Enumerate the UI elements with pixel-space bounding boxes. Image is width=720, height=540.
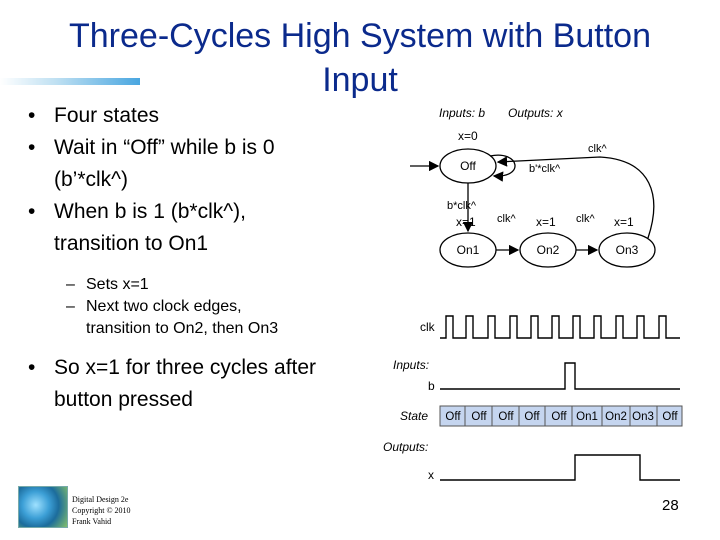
bullet-list: Four states Wait in “Off” while b is 0 (… (20, 100, 380, 416)
title-accent-bar (0, 78, 140, 85)
footer-line: Copyright © 2010 (72, 506, 131, 515)
timing-outputs-label: Outputs: (383, 440, 428, 454)
state-row-background (439, 405, 683, 427)
bullet-line: Wait in “Off” while b is 0 (54, 136, 275, 159)
off-to-on1-label: b*clk^ (447, 200, 477, 212)
on3-to-off-arrow (496, 156, 655, 239)
bullet-line: (b’*clk^) (54, 168, 129, 191)
state-on2-label: On2 (537, 243, 560, 257)
timing-state-label: State (400, 409, 428, 423)
page-number: 28 (662, 497, 679, 514)
clk-waveform (440, 315, 680, 339)
state-cell: Off (498, 411, 514, 423)
state-cell: On2 (605, 411, 627, 423)
sub-bullet-line: Next two clock edges, (86, 298, 242, 315)
b-waveform (440, 362, 680, 390)
footer-line: Frank Vahid (72, 517, 112, 526)
state-on3-label: On3 (616, 243, 639, 257)
on3-to-off-label: clk^ (588, 143, 607, 155)
bullet-item: So x=1 for three cycles after button pre… (20, 352, 380, 416)
timing-clk-label: clk (420, 320, 436, 334)
off-self-loop-arrow (489, 154, 516, 182)
title-line-2: Input (322, 61, 398, 99)
bullet-line: button pressed (54, 388, 193, 411)
state-cell: On3 (632, 411, 654, 423)
timing-b-label: b (428, 379, 435, 393)
state-cell: On1 (576, 411, 598, 423)
footer-copyright: Digital Design 2e Copyright © 2010 Frank… (72, 494, 131, 527)
state-on1-output: x=1 (456, 215, 476, 229)
sub-bullet-item: Sets x=1 (20, 274, 380, 296)
state-off-label: Off (460, 159, 476, 173)
state-cell: Off (551, 411, 567, 423)
x-waveform (440, 454, 680, 481)
state-cell: Off (524, 411, 540, 423)
state-on2-output: x=1 (536, 215, 556, 229)
bullet-item: When b is 1 (b*clk^), transition to On1 (20, 196, 380, 260)
bullet-line: When b is 1 (b*clk^), (54, 200, 246, 223)
footer-line: Digital Design 2e (72, 495, 129, 504)
slide-title: Three-Cycles High System with Button Inp… (0, 14, 720, 102)
on1-to-on2-label: clk^ (497, 213, 516, 225)
off-self-loop-label: b'*clk^ (529, 163, 561, 175)
on2-to-on3-label: clk^ (576, 213, 595, 225)
state-off-output: x=0 (458, 129, 478, 143)
sub-bullet-line: transition to On2, then On3 (86, 320, 279, 337)
bullet-line: transition to On1 (54, 232, 209, 255)
sub-bullet-item: Next two clock edges, transition to On2,… (20, 296, 380, 340)
state-on1-label: On1 (457, 243, 480, 257)
bullet-line: So x=1 for three cycles after (54, 356, 317, 379)
state-on3-node (598, 232, 656, 268)
fsm-inputs-label: Inputs: b (439, 106, 485, 120)
title-line-1: Three-Cycles High System with Button (69, 17, 651, 55)
bullet-item: Wait in “Off” while b is 0 (b’*clk^) (20, 132, 380, 196)
timing-inputs-label: Inputs: (393, 358, 429, 372)
state-cell: Off (445, 411, 461, 423)
state-on3-output: x=1 (614, 215, 634, 229)
state-cell: Off (471, 411, 487, 423)
timing-x-label: x (428, 468, 434, 482)
book-cover-logo (18, 486, 68, 528)
state-cell: Off (662, 411, 678, 423)
bullet-item: Four states (20, 100, 380, 132)
fsm-outputs-label: Outputs: x (508, 106, 564, 120)
